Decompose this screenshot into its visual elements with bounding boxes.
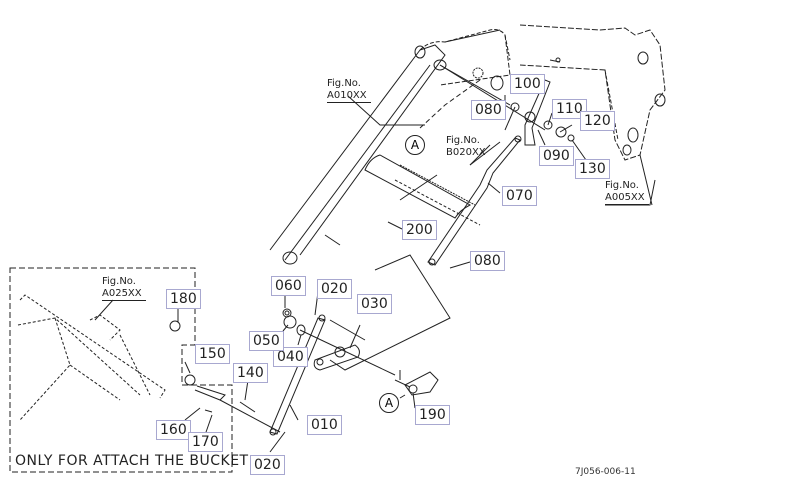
part-label-170[interactable]: 170: [188, 432, 223, 452]
reference-marker-a: A: [379, 393, 399, 413]
figure-ref-b020xx: Fig.No. B020XX: [446, 135, 486, 159]
part-label-040[interactable]: 040: [273, 347, 308, 367]
part-label-100[interactable]: 100: [510, 74, 545, 94]
part-label-080[interactable]: 080: [471, 100, 506, 120]
bucket-bracket: [17, 294, 166, 421]
figure-ref-number: B020XX: [446, 147, 486, 158]
part-label-010[interactable]: 010: [307, 415, 342, 435]
figure-ref-prefix: Fig.No.: [446, 135, 480, 146]
reference-marker-a: A: [405, 135, 425, 155]
part-label-150[interactable]: 150: [195, 344, 230, 364]
lever-090: [439, 64, 575, 146]
part-label-110[interactable]: 110: [552, 99, 587, 119]
part-label-090[interactable]: 090: [539, 146, 574, 166]
bracket-190: [394, 370, 439, 396]
part-label-200[interactable]: 200: [402, 220, 437, 240]
part-label-020[interactable]: 020: [250, 455, 285, 475]
bucket-parts: [169, 320, 281, 433]
figure-ref-prefix: Fig.No.: [102, 276, 136, 287]
leader-lines: [94, 95, 656, 453]
part-label-060[interactable]: 060: [271, 276, 306, 296]
part-label-130[interactable]: 130: [575, 159, 610, 179]
figure-ref-prefix: Fig.No.: [605, 180, 639, 191]
bucket-attachment-note: ONLY FOR ATTACH THE BUCKET: [15, 453, 249, 469]
figure-ref-prefix: Fig.No.: [327, 78, 361, 89]
part-label-160[interactable]: 160: [156, 420, 191, 440]
figure-ref-number: A010XX: [327, 90, 371, 103]
part-label-070[interactable]: 070: [502, 186, 537, 206]
part-label-180[interactable]: 180: [166, 289, 201, 309]
drawing-code: 7J056-006-11: [575, 467, 636, 477]
part-label-050[interactable]: 050: [249, 331, 284, 351]
main-frame: [519, 24, 666, 206]
part-label-190[interactable]: 190: [415, 405, 450, 425]
part-label-140[interactable]: 140: [233, 363, 268, 383]
part-label-080[interactable]: 080: [470, 251, 505, 271]
part-label-120[interactable]: 120: [580, 111, 615, 131]
part-label-020[interactable]: 020: [317, 279, 352, 299]
figure-ref-a025xx: Fig.No. A025XX: [102, 276, 146, 301]
link-rod-070: [427, 135, 522, 266]
figure-ref-number: A025XX: [102, 288, 146, 301]
reference-outline: [329, 254, 451, 371]
figure-ref-a005xx: Fig.No. A005XX: [605, 180, 649, 205]
figure-ref-a010xx: Fig.No. A010XX: [327, 78, 371, 103]
figure-ref-number: A005XX: [605, 192, 649, 205]
part-label-030[interactable]: 030: [357, 294, 392, 314]
cross-beam: [364, 79, 481, 226]
